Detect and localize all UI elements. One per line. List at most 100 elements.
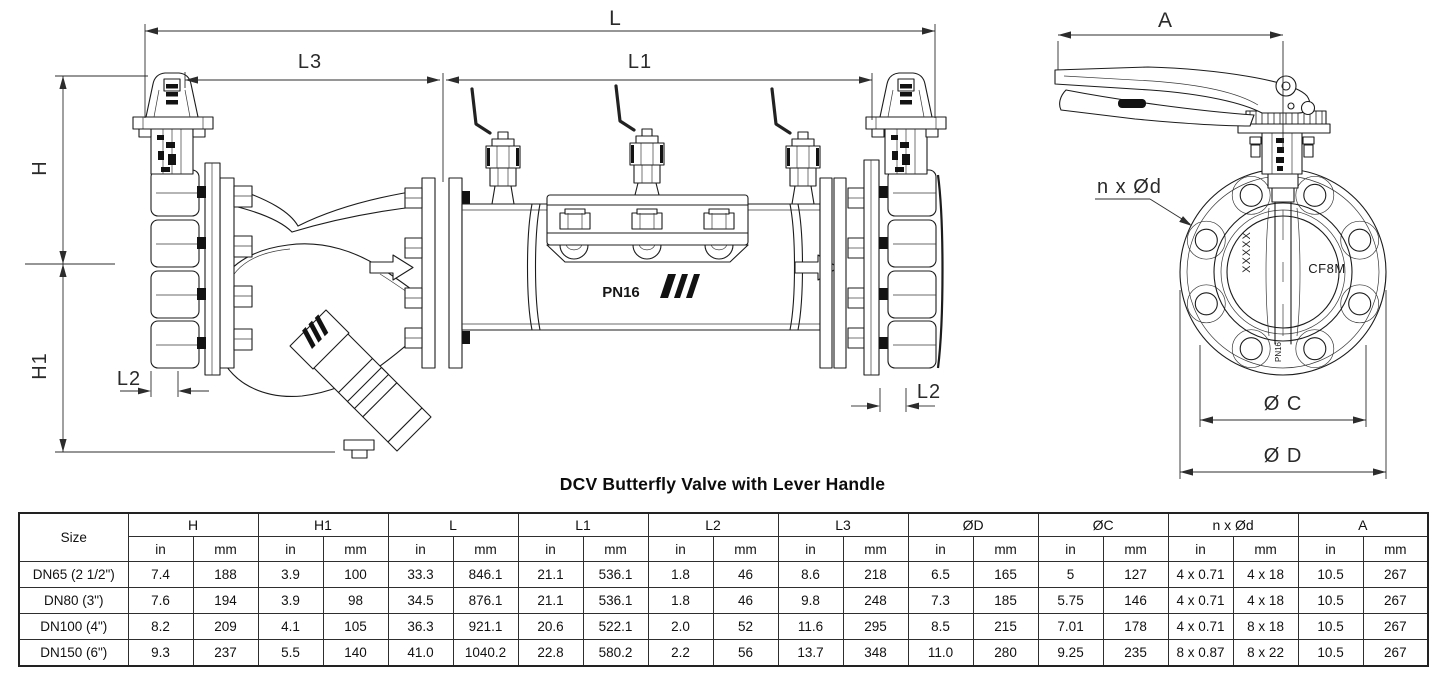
value-cell: 3.9 (257, 561, 324, 588)
dim-label-D: Ø D (1264, 445, 1303, 467)
value-cell: 2.2 (647, 639, 714, 667)
value-cell: 218 (842, 561, 909, 588)
value-cell: 5.5 (257, 639, 324, 667)
size-cell: DN80 (3") (18, 587, 129, 614)
cover-bolt (703, 208, 735, 230)
page-title: DCV Butterfly Valve with Lever Handle (559, 474, 886, 494)
value-cell: 6.5 (907, 561, 974, 588)
unit-header: in (777, 536, 844, 562)
value-cell: 56 (712, 639, 779, 667)
side-view: PN16 (25, 7, 947, 459)
value-cell: 4.1 (257, 613, 324, 640)
test-cock-lever (470, 87, 492, 135)
value-cell: 7.6 (127, 587, 194, 614)
value-cell: 22.8 (517, 639, 584, 667)
value-cell: 3.9 (257, 587, 324, 614)
unit-header: mm (452, 536, 519, 562)
value-cell: 41.0 (387, 639, 454, 667)
value-cell: 194 (192, 587, 259, 614)
cover-bolt (631, 208, 663, 230)
value-cell: 295 (842, 613, 909, 640)
value-cell: 52 (712, 613, 779, 640)
value-cell: 876.1 (452, 587, 519, 614)
dimension-L1: L1 (446, 51, 873, 120)
value-cell: 1.8 (647, 587, 714, 614)
value-cell: 4 x 18 (1232, 561, 1299, 588)
disc-material-marking: CF8M (1308, 261, 1345, 276)
unit-header: in (257, 536, 324, 562)
column-group-header: ØD (907, 512, 1039, 538)
value-cell: 580.2 (582, 639, 649, 667)
test-cock (470, 87, 521, 205)
value-cell: 5 (1037, 561, 1104, 588)
dim-label-H1: H1 (29, 352, 51, 380)
drain-plug (343, 439, 375, 451)
value-cell: 215 (972, 613, 1039, 640)
value-cell: 188 (192, 561, 259, 588)
value-cell: 522.1 (582, 613, 649, 640)
value-cell: 1040.2 (452, 639, 519, 667)
value-cell: 165 (972, 561, 1039, 588)
value-cell: 7.01 (1037, 613, 1104, 640)
value-cell: 36.3 (387, 613, 454, 640)
value-cell: 8 x 0.87 (1167, 639, 1234, 667)
outlet-flange (404, 177, 470, 369)
value-cell: 11.0 (907, 639, 974, 667)
column-group-header: L1 (517, 512, 649, 538)
value-cell: 10.5 (1297, 587, 1364, 614)
unit-header: mm (972, 536, 1039, 562)
value-cell: 100 (322, 561, 389, 588)
value-cell: 21.1 (517, 587, 584, 614)
unit-header: in (647, 536, 714, 562)
right-butterfly-valve (819, 72, 947, 376)
lever-handle (1054, 66, 1331, 134)
dimension-H: H (25, 75, 148, 265)
flow-arrow-icon (369, 254, 414, 281)
y-strainer (215, 187, 435, 459)
dim-label-L2: L2 (117, 368, 141, 390)
value-cell: 7.4 (127, 561, 194, 588)
strainer-logo-icon (302, 314, 329, 349)
value-cell: 8.2 (127, 613, 194, 640)
value-cell: 248 (842, 587, 909, 614)
value-cell: 9.8 (777, 587, 844, 614)
value-cell: 846.1 (452, 561, 519, 588)
dim-label-L: L (609, 7, 621, 30)
left-butterfly-valve (132, 72, 253, 376)
unit-header: in (907, 536, 974, 562)
value-cell: 921.1 (452, 613, 519, 640)
dim-label-L3: L3 (298, 51, 322, 73)
dim-label-H: H (29, 160, 51, 175)
value-cell: 2.0 (647, 613, 714, 640)
value-cell: 8.5 (907, 613, 974, 640)
handle-label (1118, 99, 1146, 108)
dim-label-A: A (1158, 9, 1172, 32)
size-cell: DN100 (4") (18, 613, 129, 640)
value-cell: 536.1 (582, 587, 649, 614)
column-group-header: H1 (257, 512, 389, 538)
unit-header: mm (1232, 536, 1299, 562)
value-cell: 8 x 18 (1232, 613, 1299, 640)
value-cell: 146 (1102, 587, 1169, 614)
title-bar: DCV Butterfly Valve with Lever Handle (0, 474, 1445, 495)
value-cell: 7.3 (907, 587, 974, 614)
body-marking-pn16: PN16 (602, 284, 640, 301)
dim-label-C: Ø C (1264, 393, 1303, 415)
front-view: XXXXX CF8M PN16 (1054, 9, 1387, 479)
value-cell: 267 (1362, 587, 1429, 614)
access-cover (546, 194, 749, 263)
value-cell: 46 (712, 587, 779, 614)
unit-header: mm (582, 536, 649, 562)
technical-drawing: PN16 (25, 7, 1387, 479)
column-group-header: L3 (777, 512, 909, 538)
value-cell: 178 (1102, 613, 1169, 640)
unit-header: mm (322, 536, 389, 562)
test-cock-lever (770, 87, 792, 135)
value-cell: 21.1 (517, 561, 584, 588)
